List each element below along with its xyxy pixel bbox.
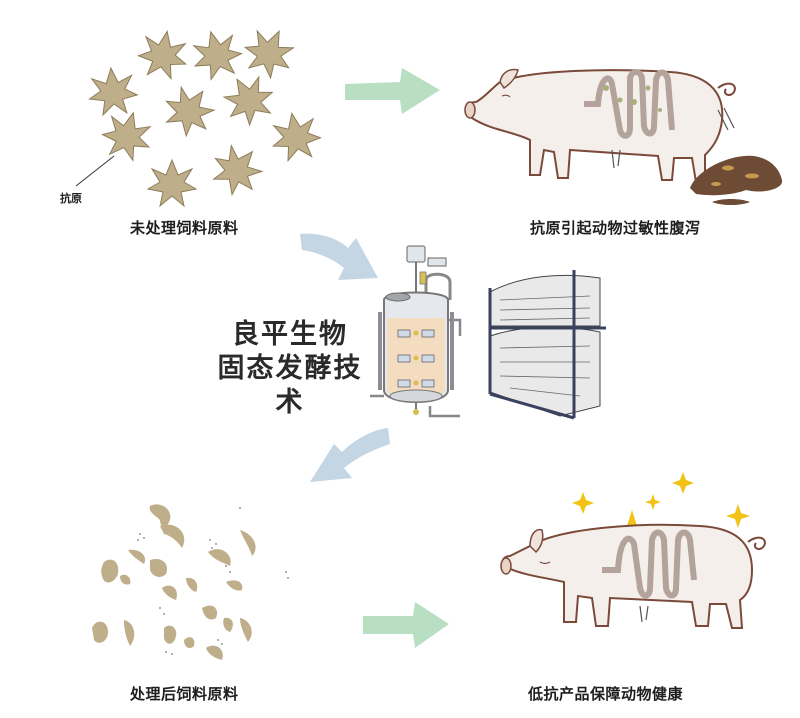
sick-pig-panel <box>460 40 790 210</box>
feed-fragments-icon <box>92 504 289 660</box>
arrow-right-icon <box>363 602 449 648</box>
processed-feed-caption: 处理后饲料原料 <box>130 685 239 703</box>
healthy-pig-icon <box>500 472 766 629</box>
pig-diarrhea-icon <box>464 68 783 205</box>
technology-name: 固态发酵技术 <box>217 353 363 418</box>
company-name: 良平生物 <box>232 319 348 350</box>
antigen-annotation: 抗原 <box>60 192 82 205</box>
arrow-down-right-icon <box>300 233 378 280</box>
arrow-right-icon <box>345 68 440 114</box>
feed-bag-rack-icon <box>488 270 606 420</box>
healthy-pig-caption: 低抗产品保障动物健康 <box>528 685 684 703</box>
arrow-down-left-icon <box>310 428 390 482</box>
fermenter-tank-icon <box>370 245 462 418</box>
raw-feed-panel: 抗原 <box>40 20 340 250</box>
antigen-particles-icon <box>75 20 324 207</box>
sick-pig-caption: 抗原引起动物过敏性腹泻 <box>530 219 701 237</box>
technology-title: 良平生物 固态发酵技术 <box>205 318 375 420</box>
raw-feed-caption: 未处理饲料原料 <box>130 219 239 237</box>
